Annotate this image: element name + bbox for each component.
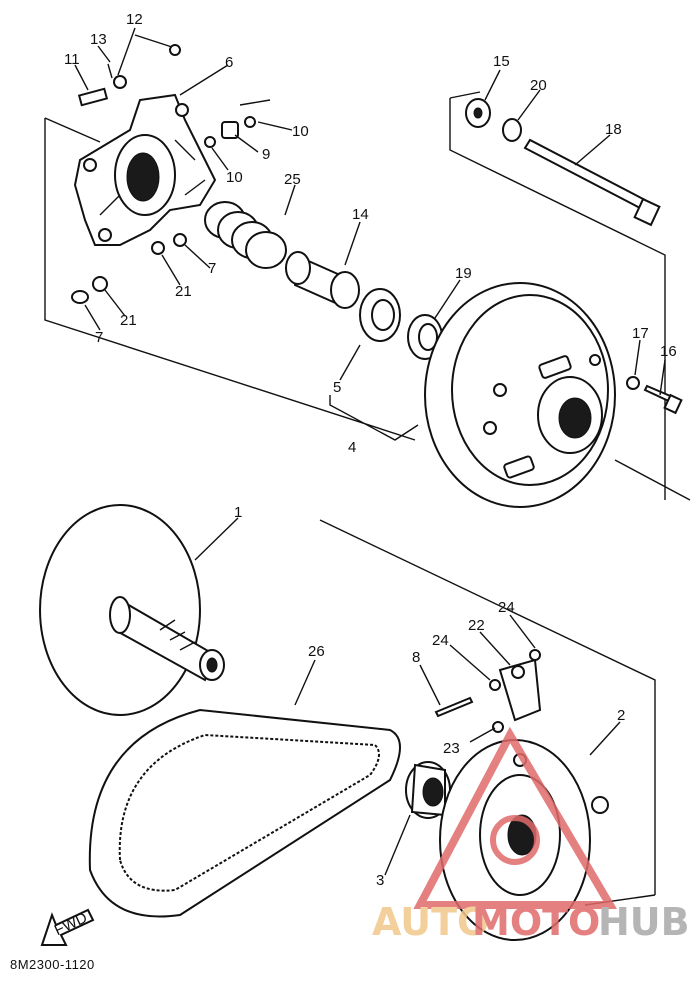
callout-2: 2 <box>617 707 625 724</box>
callout-6: 6 <box>225 54 233 71</box>
spider-cap-part <box>73 93 217 246</box>
collar-part <box>405 761 451 819</box>
callout-18: 18 <box>605 121 622 138</box>
callout-20: 20 <box>530 77 547 94</box>
callout-26: 26 <box>308 643 325 660</box>
seal-part <box>359 288 401 342</box>
callout-9: 9 <box>262 146 270 163</box>
callout-10-lower: 10 <box>226 169 243 186</box>
fixed-sheave-part <box>39 504 225 716</box>
callout-11: 11 <box>64 51 80 68</box>
forward-arrow-icon <box>40 908 95 946</box>
sleeve-part <box>285 251 360 309</box>
watermark-text-moto: MOTO <box>472 900 600 944</box>
callout-1: 1 <box>234 504 242 521</box>
callout-leaders <box>74 27 666 876</box>
weight-pin-parts <box>434 649 542 733</box>
callout-labels: 12 13 11 6 10 9 10 25 14 7 21 21 7 15 20… <box>64 11 677 889</box>
spring-part <box>204 201 287 269</box>
callout-21-lower: 21 <box>120 312 137 329</box>
callout-15: 15 <box>493 53 510 70</box>
group-outline-lines <box>44 34 691 906</box>
callout-10-upper: 10 <box>292 123 309 140</box>
callout-17: 17 <box>632 325 649 342</box>
callout-16: 16 <box>660 343 677 360</box>
watermark-text-auto: AUTO <box>372 900 489 944</box>
drive-belt-part <box>88 708 401 918</box>
callout-25: 25 <box>284 171 301 188</box>
callout-4: 4 <box>348 439 356 456</box>
drawing-code-label: 8M2300-1120 <box>10 957 95 972</box>
sheave-drum-part <box>424 282 616 508</box>
small-hardware-top-left <box>71 44 256 304</box>
callout-21-upper: 21 <box>175 283 192 300</box>
callout-19: 19 <box>455 265 472 282</box>
callout-24-right: 24 <box>498 599 515 616</box>
callout-3: 3 <box>376 872 384 889</box>
callout-22: 22 <box>468 617 485 634</box>
callout-13: 13 <box>90 31 107 48</box>
callout-12: 12 <box>126 11 143 28</box>
watermark-logo: AUTO MOTO HUB <box>372 726 690 944</box>
callout-5: 5 <box>333 379 341 396</box>
callout-7-upper: 7 <box>208 260 216 277</box>
watermark-text-hub: HUB <box>598 900 690 944</box>
watermark-triangle-icon <box>413 726 617 909</box>
fwd-label: FWD <box>52 909 90 939</box>
callout-7-lower: 7 <box>95 329 103 346</box>
callout-8: 8 <box>412 649 420 666</box>
callout-24-left: 24 <box>432 632 449 649</box>
callout-14: 14 <box>352 206 369 223</box>
callout-23: 23 <box>443 740 460 757</box>
